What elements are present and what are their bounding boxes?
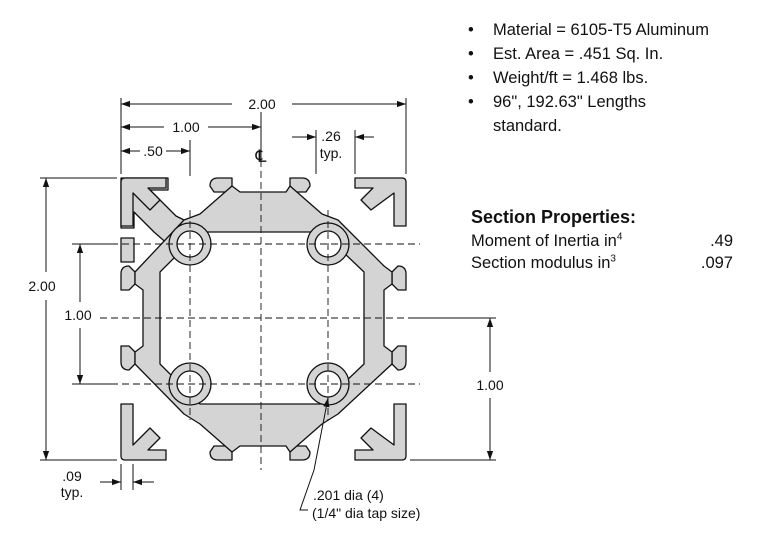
- section-properties-title: Section Properties:: [471, 207, 637, 227]
- corner-flange-bl: [120, 403, 167, 461]
- hole-dia-label: .201 dia (4): [313, 487, 384, 503]
- corner-flange-br: [354, 403, 407, 461]
- right-lip-top: [391, 265, 407, 291]
- center-lines: [100, 160, 420, 470]
- left-lip-top: [120, 265, 136, 291]
- dim-width-quarter: .50: [143, 143, 163, 159]
- dim-width-half: 1.00: [172, 119, 199, 135]
- dim-height-overall: 2.00: [28, 278, 55, 294]
- spec-list: Material = 6105-T5 Aluminum Est. Area = …: [466, 18, 709, 138]
- dim-height-right: 1.00: [476, 377, 503, 393]
- property-value: .49: [710, 232, 733, 250]
- dim-wall: .09: [62, 468, 82, 484]
- spec-area: Est. Area = .451 Sq. In.: [466, 42, 709, 66]
- spec-lengths: 96", 192.63" Lengths standard.: [466, 90, 693, 138]
- dimension-lines: [40, 98, 496, 511]
- right-lip-bottom: [391, 345, 407, 371]
- property-row: Moment of Inertia in4 .49: [471, 230, 733, 252]
- property-row: Section modulus in3 .097: [471, 252, 733, 274]
- dim-slot-width: .26: [321, 128, 341, 144]
- property-label: Section modulus in: [471, 254, 611, 272]
- centerline-symbol: ℄: [255, 147, 267, 166]
- dim-width-overall: 2.00: [248, 96, 275, 112]
- dim-height-center: 1.00: [64, 307, 91, 323]
- hole-tap-label: (1/4" dia tap size): [312, 505, 420, 521]
- dim-slot-width-note: typ.: [320, 145, 343, 161]
- left-lip-bottom: [120, 345, 136, 371]
- property-exponent: 3: [610, 253, 616, 265]
- dim-wall-note: typ.: [61, 484, 84, 500]
- property-label: Moment of Inertia in: [471, 232, 617, 250]
- spec-weight: Weight/ft = 1.468 lbs.: [466, 66, 709, 90]
- corner-flange-tr: [354, 177, 407, 227]
- spec-material: Material = 6105-T5 Aluminum: [466, 18, 709, 42]
- property-exponent: 4: [616, 231, 623, 243]
- property-value: .097: [700, 254, 733, 272]
- section-properties: Section Properties: Moment of Inertia in…: [471, 206, 733, 274]
- corner-flange-tl: [120, 177, 167, 227]
